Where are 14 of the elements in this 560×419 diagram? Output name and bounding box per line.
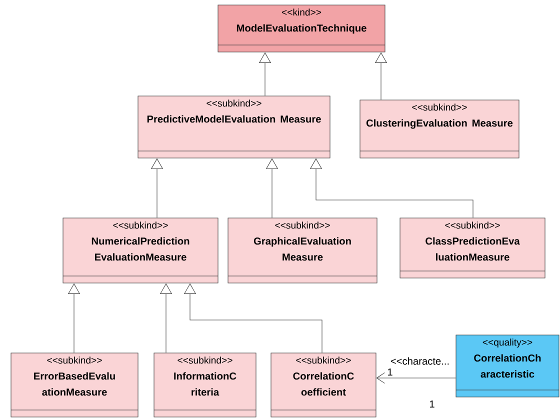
class-box: <<subkind>> InformationC riteria [154, 352, 256, 418]
edge-label: <<characte... [390, 356, 450, 366]
class-box: <<subkind>> ClassPredictionEva luationMeasure [400, 218, 546, 278]
class-box: <<quality>> CorrelationCh aracteristic [456, 334, 560, 398]
class-box: <<subkind>> ClusteringEvaluation Measure [360, 100, 520, 158]
multiplicity: 1 [430, 400, 434, 408]
class-box: <<subkind>> PredictiveModelEvaluation Measure [138, 96, 330, 158]
class-box: <<subkind>> NumericalPrediction EvaluationMeasure [62, 218, 218, 284]
class-box: <<subkind>> ErrorBasedEvalu ationMeasure [10, 352, 138, 418]
association-arrow [376, 372, 456, 384]
class-box: <<kind>> ModelEvaluationTechnique [218, 4, 386, 52]
class-box: <<subkind>> GraphicalEvaluation Measure [228, 218, 378, 284]
multiplicity: 1 [388, 368, 392, 376]
class-box: <<subkind>> CorrelationC oefficient [270, 352, 376, 418]
